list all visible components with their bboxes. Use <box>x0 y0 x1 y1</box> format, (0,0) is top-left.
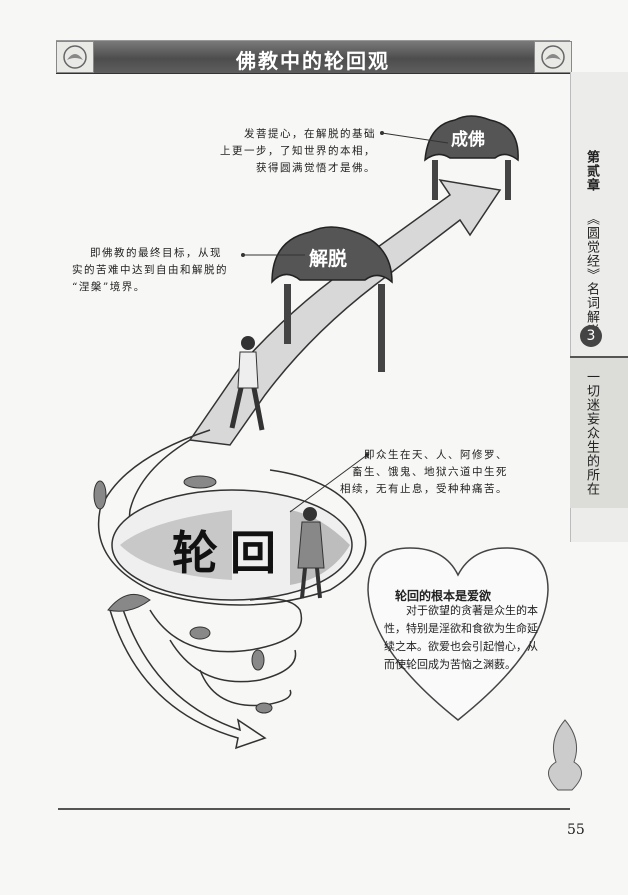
section-band <box>570 356 628 508</box>
page-number: 55 <box>567 822 585 838</box>
leader-line <box>381 132 449 144</box>
arch-buddhahood-label: 成佛 <box>451 130 485 150</box>
page-title: 佛教中的轮回观 <box>236 49 390 73</box>
samsara-ring-label: 轮回 <box>172 526 288 580</box>
six-realms-beings-icon <box>93 475 273 714</box>
path-arrow <box>188 178 502 446</box>
chapter-subtitle: 《圆觉经》名词解说 <box>584 212 599 338</box>
arch-liberation-label: 解脱 <box>309 248 348 270</box>
caption-samsara: 即众生在天、人、阿修罗、 畜生、饿鬼、地狱六道中生死 相续，无有止息，受种种痛苦… <box>340 449 508 495</box>
leader-line <box>289 454 368 513</box>
caption-buddhahood: 发菩提心，在解脱的基础 上更一步，了知世界的本相， 获得圆满觉悟才是佛。 <box>220 128 376 174</box>
section-title: 一切迷妄众生的所在 <box>584 370 599 496</box>
heart-title: 轮回的根本是爱欲 <box>395 589 492 603</box>
header-bar: 佛教中的轮回观 <box>56 40 570 74</box>
heart-body: 对于欲望的贪著是众生的本性，特别是淫欲和食欲为生命延续之本。欲爱也会引起憎心，从… <box>384 604 538 671</box>
lotus-emblem-icon <box>56 41 94 73</box>
lotus-ornament-icon <box>548 719 582 791</box>
arch-liberation <box>271 226 393 372</box>
chapter-label: 第贰章 <box>584 150 599 192</box>
footer-rule <box>58 808 570 810</box>
section-number-badge: 3 <box>580 325 602 347</box>
caption-liberation: 即佛教的最终目标，从现 实的苦难中达到自由和解脱的 “涅槃”境界。 <box>72 247 228 293</box>
walking-figure-icon <box>229 336 265 431</box>
lotus-emblem-icon <box>534 41 572 73</box>
woman-figure-icon <box>297 507 325 599</box>
samsara-spiral <box>97 429 367 750</box>
heart-frame <box>367 547 549 721</box>
arch-buddhahood <box>424 115 519 200</box>
